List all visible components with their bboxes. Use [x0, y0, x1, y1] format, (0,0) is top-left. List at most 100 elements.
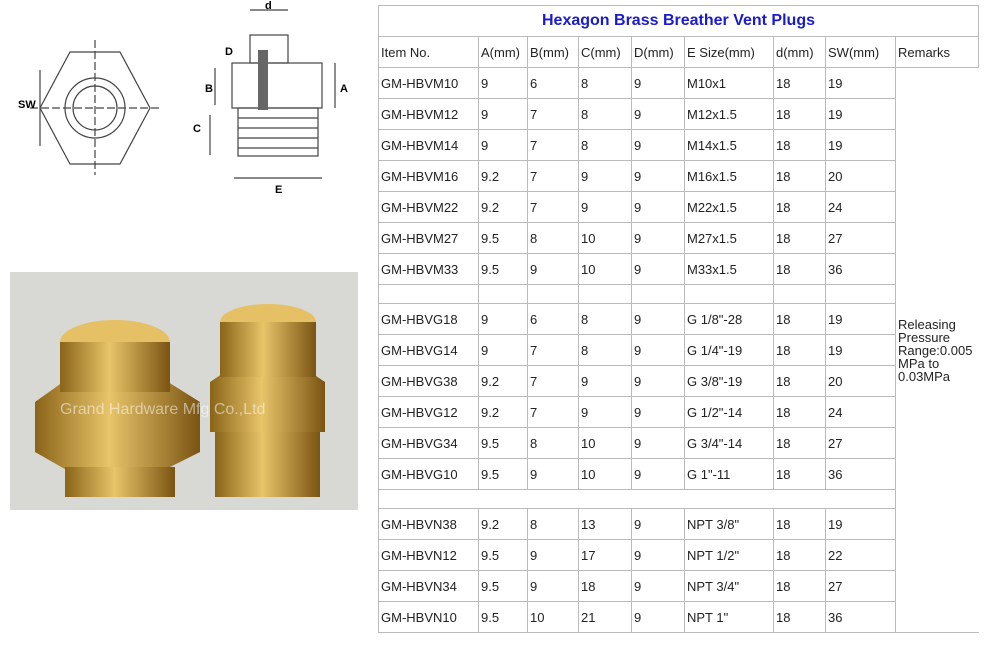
- table-cell: 19: [825, 303, 896, 335]
- table-cell: 8: [578, 334, 632, 366]
- table-cell: 9: [631, 458, 685, 490]
- table-cell: 9: [631, 303, 685, 335]
- table-cell: 18: [773, 129, 826, 161]
- table-cell: GM-HBVM22: [378, 191, 479, 223]
- table-cell: 7: [527, 98, 579, 130]
- table-cell: 9: [478, 303, 528, 335]
- table-cell: 9.2: [478, 160, 528, 192]
- table-cell: 9: [631, 334, 685, 366]
- table-cell: GM-HBVG10: [378, 458, 479, 490]
- spacer-cell: [578, 284, 632, 304]
- table-cell: 9.2: [478, 365, 528, 397]
- table-cell: 27: [825, 427, 896, 459]
- table-cell: 9: [578, 191, 632, 223]
- table-cell: GM-HBVM33: [378, 253, 479, 285]
- table-cell: 9.5: [478, 427, 528, 459]
- label-d: d: [265, 0, 272, 12]
- label-B: B: [205, 83, 213, 95]
- table-cell: M27x1.5: [684, 222, 774, 254]
- table-cell: 18: [773, 365, 826, 397]
- table-cell: 9: [631, 601, 685, 633]
- table-cell: 8: [578, 98, 632, 130]
- table-cell: GM-HBVG14: [378, 334, 479, 366]
- table-cell: 10: [578, 427, 632, 459]
- table-cell: 8: [578, 303, 632, 335]
- table-cell: 27: [825, 222, 896, 254]
- table-cell: GM-HBVN12: [378, 539, 479, 571]
- table-cell: 19: [825, 334, 896, 366]
- table-cell: 36: [825, 601, 896, 633]
- table-cell: 18: [773, 334, 826, 366]
- table-cell: 36: [825, 458, 896, 490]
- table-cell: 9: [631, 427, 685, 459]
- table-cell: 18: [773, 396, 826, 428]
- label-SW: SW: [18, 99, 36, 111]
- table-cell: 9: [478, 67, 528, 99]
- table-cell: 18: [578, 570, 632, 602]
- table-cell: GM-HBVM27: [378, 222, 479, 254]
- table-cell: 13: [578, 508, 632, 540]
- spacer-cell: [378, 489, 896, 509]
- table-cell: 9: [631, 98, 685, 130]
- table-cell: 9: [527, 570, 579, 602]
- table-cell: GM-HBVN38: [378, 508, 479, 540]
- table-cell: 9.2: [478, 191, 528, 223]
- table-cell: 8: [527, 427, 579, 459]
- spacer-row: [378, 284, 979, 304]
- table-cell: 7: [527, 160, 579, 192]
- table-cell: 8: [527, 222, 579, 254]
- table-cell: 9: [478, 129, 528, 161]
- spacer-cell: [825, 284, 896, 304]
- header-row: Item No.A(mm)B(mm)C(mm)D(mm)E Size(mm)d(…: [378, 36, 979, 68]
- table-cell: 10: [578, 222, 632, 254]
- table-cell: 9: [478, 334, 528, 366]
- table-cell: 9.2: [478, 396, 528, 428]
- table-cell: GM-HBVM16: [378, 160, 479, 192]
- table-cell: 18: [773, 303, 826, 335]
- table-cell: 36: [825, 253, 896, 285]
- table-cell: 9.2: [478, 508, 528, 540]
- table-cell: NPT 3/8": [684, 508, 774, 540]
- table-cell: 7: [527, 365, 579, 397]
- column-header: B(mm): [527, 36, 579, 68]
- table-cell: G 1"-11: [684, 458, 774, 490]
- table-cell: M16x1.5: [684, 160, 774, 192]
- spacer-cell: [478, 284, 528, 304]
- table-cell: 6: [527, 303, 579, 335]
- table-cell: GM-HBVM12: [378, 98, 479, 130]
- table-cell: 19: [825, 129, 896, 161]
- table-cell: 21: [578, 601, 632, 633]
- spacer-cell: [527, 284, 579, 304]
- table-cell: GM-HBVN10: [378, 601, 479, 633]
- table-cell: G 3/8"-19: [684, 365, 774, 397]
- table-cell: 9: [578, 365, 632, 397]
- table-cell: 9: [631, 67, 685, 99]
- table-cell: 9: [631, 539, 685, 571]
- table-cell: 8: [578, 129, 632, 161]
- table-cell: 9: [578, 160, 632, 192]
- table-cell: GM-HBVG18: [378, 303, 479, 335]
- spacer-cell: [773, 284, 826, 304]
- table-cell: GM-HBVG34: [378, 427, 479, 459]
- column-header: A(mm): [478, 36, 528, 68]
- table-cell: M14x1.5: [684, 129, 774, 161]
- table-cell: NPT 3/4": [684, 570, 774, 602]
- table-cell: 10: [578, 458, 632, 490]
- table-cell: 9: [631, 129, 685, 161]
- table-cell: 18: [773, 539, 826, 571]
- column-header: C(mm): [578, 36, 632, 68]
- label-E: E: [275, 184, 282, 196]
- table-cell: 9: [631, 253, 685, 285]
- technical-drawing: d D B A SW C E: [18, 0, 348, 196]
